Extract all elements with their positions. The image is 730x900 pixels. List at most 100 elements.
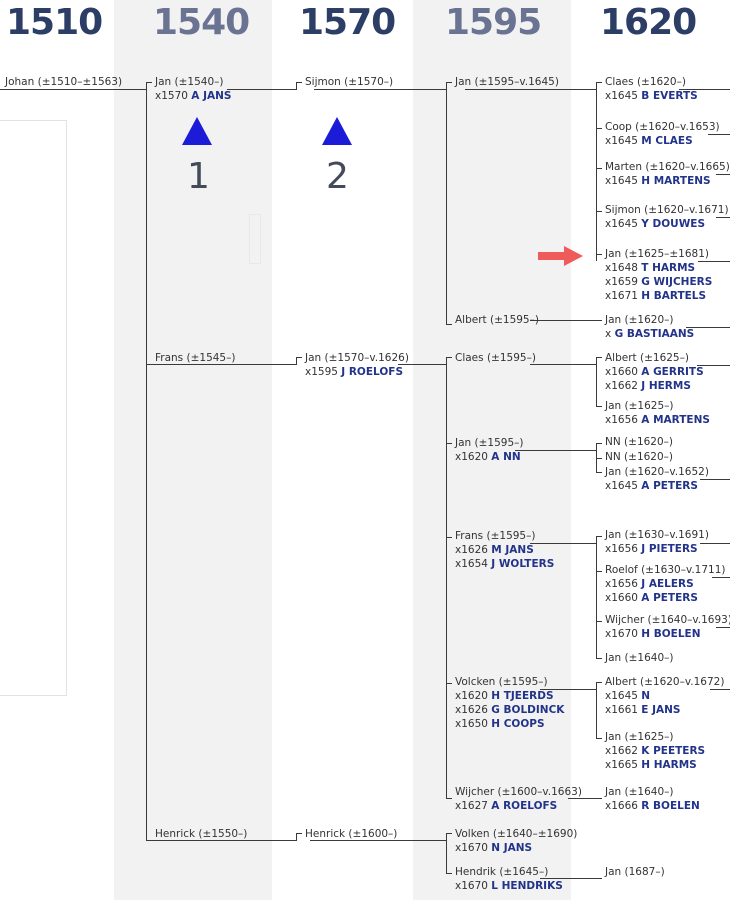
spouse-line: x1645 Y DOUWES (605, 218, 706, 230)
connector-line (540, 689, 597, 690)
person-entry-volken-1640[interactable]: Volken (±1640–±1690) x1670 N JANS (455, 827, 577, 855)
red-arrow-icon (538, 246, 583, 266)
spouse-name-link[interactable]: G BASTIAANS (614, 328, 695, 340)
connector-line (310, 840, 447, 841)
spouse-line: x1656 J AELERS (605, 578, 694, 590)
spouse-name-link[interactable]: H COOPS (491, 718, 545, 730)
spouse-name-link[interactable]: G WIJCHERS (641, 276, 713, 288)
spouse-name-link[interactable]: N JANS (491, 842, 533, 854)
person-name: Jan (±1640–) (605, 652, 674, 664)
spouse-name-link[interactable]: A GERRITS (641, 366, 704, 378)
spouse-name-link[interactable]: E JANS (641, 704, 681, 716)
spouse-name-link[interactable]: J ROELOFS (341, 366, 404, 378)
marker-number-2: 2 (326, 156, 349, 197)
spouse-line: x1648 T HARMS (605, 262, 696, 274)
person-entry-jan-1625b[interactable]: Jan (±1625–) x1656 A MARTENS (605, 399, 710, 427)
person-entry-johan[interactable]: Johan (±1510–±1563) (5, 75, 122, 89)
column-band-1540 (114, 0, 272, 900)
person-entry-claes-1595[interactable]: Claes (±1595–) (455, 351, 536, 365)
spouse-name-link[interactable]: A PETERS (641, 480, 698, 492)
connector-line (596, 357, 602, 358)
spouse-name-link[interactable]: J WOLTERS (491, 558, 555, 570)
connector-line (596, 357, 597, 407)
spouse-name-link[interactable]: R BOELEN (641, 800, 700, 812)
person-entry-jan-1630[interactable]: Jan (±1630–v.1691) x1656 J PIETERS (605, 528, 709, 556)
person-entry-wijcher-1640[interactable]: Wijcher (±1640–v.1693) x1670 H BOELEN (605, 613, 730, 641)
person-entry-albert-1620[interactable]: Albert (±1620–v.1672) x1645 N x1661 E JA… (605, 675, 724, 717)
spouse-line: x1645 A PETERS (605, 480, 698, 492)
person-entry-albert-1625[interactable]: Albert (±1625–) x1660 A GERRITS x1662 J … (605, 351, 704, 393)
person-entry-henrick-1550[interactable]: Henrick (±1550–) (155, 827, 247, 841)
spouse-name-link[interactable]: G BOLDINCK (491, 704, 565, 716)
person-name: Roelof (±1630–v.1711) (605, 564, 726, 576)
spouse-name-link[interactable]: T HARMS (641, 262, 696, 274)
person-entry-sijmon-1620[interactable]: Sijmon (±1620–v.1671) x1645 Y DOUWES (605, 203, 729, 231)
spouse-name-link[interactable]: A PETERS (641, 592, 698, 604)
connector-line (596, 443, 602, 444)
spouse-name-link[interactable]: K PEETERS (641, 745, 706, 757)
person-name: Hendrik (±1645–) (455, 866, 549, 878)
spouse-name-link[interactable]: H BOELEN (641, 628, 701, 640)
person-entry-hendrik-1645[interactable]: Hendrik (±1645–) x1670 L HENDRIKS (455, 865, 563, 893)
spouse-line: x1645 B EVERTS (605, 90, 698, 102)
spouse-name-link[interactable]: L HENDRIKS (491, 880, 563, 892)
person-entry-volcken-1595[interactable]: Volcken (±1595–) x1620 H TJEERDS x1626 G… (455, 675, 564, 731)
person-entry-wijcher-1600[interactable]: Wijcher (±1600–v.1663) x1627 A ROELOFS (455, 785, 582, 813)
spouse-name-link[interactable]: J PIETERS (641, 543, 698, 555)
spouse-name-link[interactable]: A MARTENS (641, 414, 710, 426)
person-entry-albert-1595[interactable]: Albert (±1595–) (455, 313, 539, 327)
person-entry-sijmon-1570[interactable]: Sijmon (±1570–) (305, 75, 393, 89)
person-entry-frans-1595[interactable]: Frans (±1595–) x1626 M JANS x1654 J WOLT… (455, 529, 554, 571)
person-entry-jan-1687[interactable]: Jan (1687–) (605, 865, 665, 879)
spouse-name-link[interactable]: N (641, 690, 651, 702)
spouse-name-link[interactable]: B EVERTS (641, 90, 698, 102)
person-entry-jan-1540[interactable]: Jan (±1540–) x1570 A JANS (155, 75, 231, 103)
connector-line (446, 324, 452, 325)
person-entry-jan-1640b[interactable]: Jan (±1640–) x1666 R BOELEN (605, 785, 700, 813)
person-entry-roelof-1630[interactable]: Roelof (±1630–v.1711) x1656 J AELERS x16… (605, 563, 726, 605)
person-entry-coop-1620[interactable]: Coop (±1620–v.1653) x1645 M CLAES (605, 120, 720, 148)
connector-line (700, 479, 730, 480)
person-name: Volken (±1640–±1690) (455, 828, 578, 840)
person-entry-jan-1595[interactable]: Jan (±1595–v.1645) (455, 75, 559, 89)
person-entry-henrick-1600[interactable]: Henrick (±1600–) (305, 827, 397, 841)
spouse-line: x1570 A JANS (155, 90, 232, 102)
person-entry-jan-1595b[interactable]: Jan (±1595–) x1620 A NN (455, 436, 524, 464)
person-entry-nn-1620a[interactable]: NN (±1620–) (605, 435, 673, 449)
triangle-up-icon[interactable] (322, 117, 352, 145)
person-entry-nn-1620b[interactable]: NN (±1620–) (605, 450, 673, 464)
person-entry-jan-1620b[interactable]: Jan (±1620–v.1652) x1645 A PETERS (605, 465, 709, 493)
spouse-name-link[interactable]: A JANS (191, 90, 232, 102)
person-entry-jan-1640[interactable]: Jan (±1640–) (605, 651, 674, 665)
spouse-name-link[interactable]: H MARTENS (641, 175, 711, 187)
spouse-name-link[interactable]: H BARTELS (641, 290, 707, 302)
spouse-name-link[interactable]: M JANS (491, 544, 534, 556)
triangle-up-icon[interactable] (182, 117, 212, 145)
person-entry-jan-1625c[interactable]: Jan (±1625–) x1662 K PEETERS x1665 H HAR… (605, 730, 705, 772)
person-entry-marten-1620[interactable]: Marten (±1620–v.1665) x1645 H MARTENS (605, 160, 730, 188)
person-name: Volcken (±1595–) (455, 676, 548, 688)
person-name: Frans (±1595–) (455, 530, 536, 542)
person-entry-frans-1545[interactable]: Frans (±1545–) (155, 351, 235, 365)
spouse-name-link[interactable]: J HERMS (641, 380, 691, 392)
spouse-name-link[interactable]: A ROELOFS (491, 800, 558, 812)
spouse-line: x1660 A GERRITS (605, 366, 704, 378)
spouse-name-link[interactable]: H HARMS (641, 759, 697, 771)
connector-line (708, 134, 730, 135)
person-name: Jan (±1625–±1681) (605, 248, 710, 260)
spouse-name-link[interactable]: A NN (491, 451, 521, 463)
spouse-line: x1627 A ROELOFS (455, 800, 558, 812)
spouse-name-link[interactable]: J AELERS (641, 578, 694, 590)
person-entry-claes-1620[interactable]: Claes (±1620–) x1645 B EVERTS (605, 75, 698, 103)
connector-line (716, 217, 730, 218)
spouse-name-link[interactable]: Y DOUWES (641, 218, 706, 230)
spouse-name-link[interactable]: M CLAES (641, 135, 693, 147)
person-name: Jan (±1640–) (605, 786, 674, 798)
person-entry-jan-1625[interactable]: Jan (±1625–±1681) x1648 T HARMS x1659 G … (605, 247, 712, 303)
spouse-line: x1659 G WIJCHERS (605, 276, 713, 288)
connector-line (596, 536, 602, 537)
person-entry-jan-1620[interactable]: Jan (±1620–) x G BASTIAANS (605, 313, 694, 341)
spouse-name-link[interactable]: H TJEERDS (491, 690, 554, 702)
person-entry-jan-1570[interactable]: Jan (±1570–v.1626) x1595 J ROELOFS (305, 351, 409, 379)
spouse-line: x1665 H HARMS (605, 759, 697, 771)
